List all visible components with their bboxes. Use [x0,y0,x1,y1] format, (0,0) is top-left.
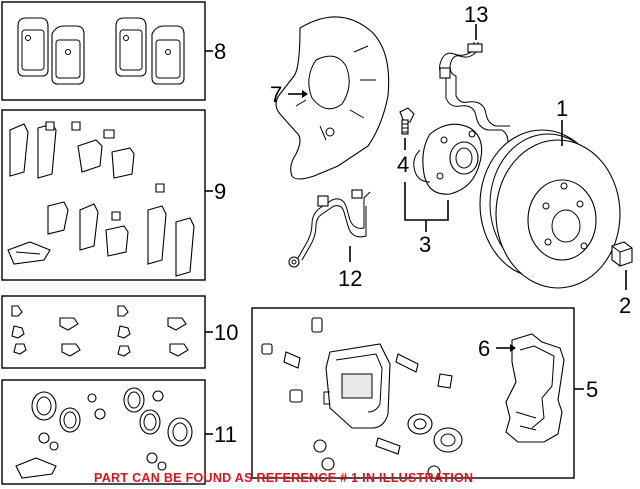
callout-11: 11 [214,422,237,447]
seal-kit-box [1,379,213,485]
callout-13: 13 [464,2,488,27]
callout-1: 1 [556,96,568,121]
caliper-assembly-box [251,307,584,479]
callout-4: 4 [397,152,409,177]
callout-2: 2 [619,293,631,318]
brake-hose-icon [288,189,371,268]
callout-7: 7 [270,82,282,107]
lug-nut-icon [611,241,633,267]
callout-9: 9 [214,179,226,204]
callout-8: 8 [214,39,226,64]
shims-kit-box [1,109,213,281]
guide-pin-icon [261,317,463,479]
reference-note: PART CAN BE FOUND AS REFERENCE # 1 IN IL… [94,471,473,485]
shim-clip-icon [7,121,195,277]
callout-10: 10 [214,320,238,345]
clips-kit-box [1,295,213,369]
seal-ring-icon [15,387,193,479]
brake-pad-icon [115,17,185,85]
retaining-clip-icon [11,305,189,357]
caliper-body-icon [323,343,391,429]
callout-3: 3 [419,232,431,257]
callout-12: 12 [338,266,362,291]
hub-bolt-icon [399,107,415,135]
brake-pad-icon [17,17,85,85]
caliper-bracket-icon [505,333,565,443]
wheel-hub-icon [413,123,483,195]
brake-rotor-icon [479,129,621,289]
callout-6: 6 [478,336,490,361]
callout-5: 5 [586,377,598,402]
dust-shield-icon [275,16,390,180]
pads-kit-box [1,1,213,101]
